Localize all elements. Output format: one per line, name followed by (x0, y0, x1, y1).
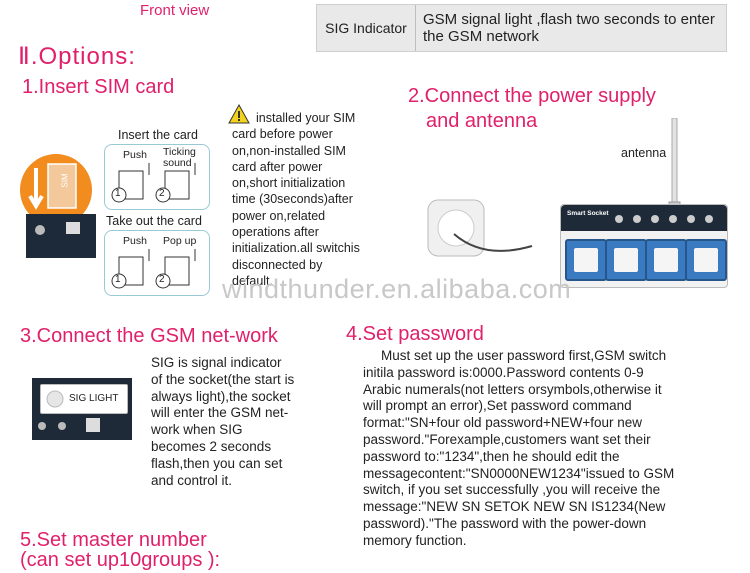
take-out-card-panel: Push Pop up 1 2 (104, 230, 210, 296)
device-indicators-icon (38, 418, 100, 432)
device-label: Smart Socket (567, 210, 609, 217)
outlet-socket-3 (645, 239, 687, 281)
step-2-number: 2 (159, 188, 165, 199)
take-out-card-label: Take out the card (106, 214, 202, 228)
push-label-2: Push (123, 235, 147, 247)
push-label: Push (123, 149, 147, 161)
step-1-number: 1 (115, 188, 121, 199)
antenna-icon (668, 118, 681, 213)
section2-title: 2.Connect the power supply and antenna (408, 85, 656, 132)
section4-description: Must set up the user password first,GSM … (363, 348, 675, 548)
sim-card-label: SIM (60, 173, 70, 188)
sig-light-indicator-icon (46, 390, 64, 408)
sig-indicator-label: SIG Indicator (317, 5, 416, 51)
sig-light-callout: SIG LIGHT (40, 384, 128, 414)
outlet-socket-2 (605, 239, 647, 281)
front-view-caption: Front view (140, 2, 210, 19)
section3-description: SIG is signal indicator of the socket(th… (151, 355, 295, 488)
watermark: windthunder.en.alibaba.com (222, 274, 572, 304)
sig-indicator-description: GSM signal light ,flash two seconds to e… (423, 11, 715, 45)
section1-title: 1.Insert SIM card (22, 76, 175, 98)
smart-socket-device: Smart Socket (560, 204, 728, 288)
wall-plug-icon (427, 199, 533, 257)
insert-card-label: Insert the card (118, 128, 198, 142)
sig-indicator-table: SIG Indicator GSM signal light ,flash tw… (316, 4, 727, 52)
options-title: Ⅱ.Options: (18, 43, 136, 70)
step-1b-number: 1 (115, 274, 121, 285)
sim-insert-illustration (20, 154, 96, 258)
outlet-socket-4 (685, 239, 727, 281)
step-2b-number: 2 (159, 274, 165, 285)
antenna-label: antenna (621, 146, 667, 160)
sig-light-label: SIG LIGHT (69, 393, 119, 404)
section3-title: 3.Connect the GSM net-work (20, 325, 278, 347)
warning-icon (228, 104, 250, 124)
pop-up-label: Pop up (163, 235, 197, 247)
section4-title: 4.Set password (346, 323, 484, 345)
section5-title: 5.Set master number (can set up10groups … (20, 529, 221, 571)
sim-warning-text: installed your SIM card before power on,… (232, 111, 360, 288)
outlet-socket-1 (565, 239, 607, 281)
